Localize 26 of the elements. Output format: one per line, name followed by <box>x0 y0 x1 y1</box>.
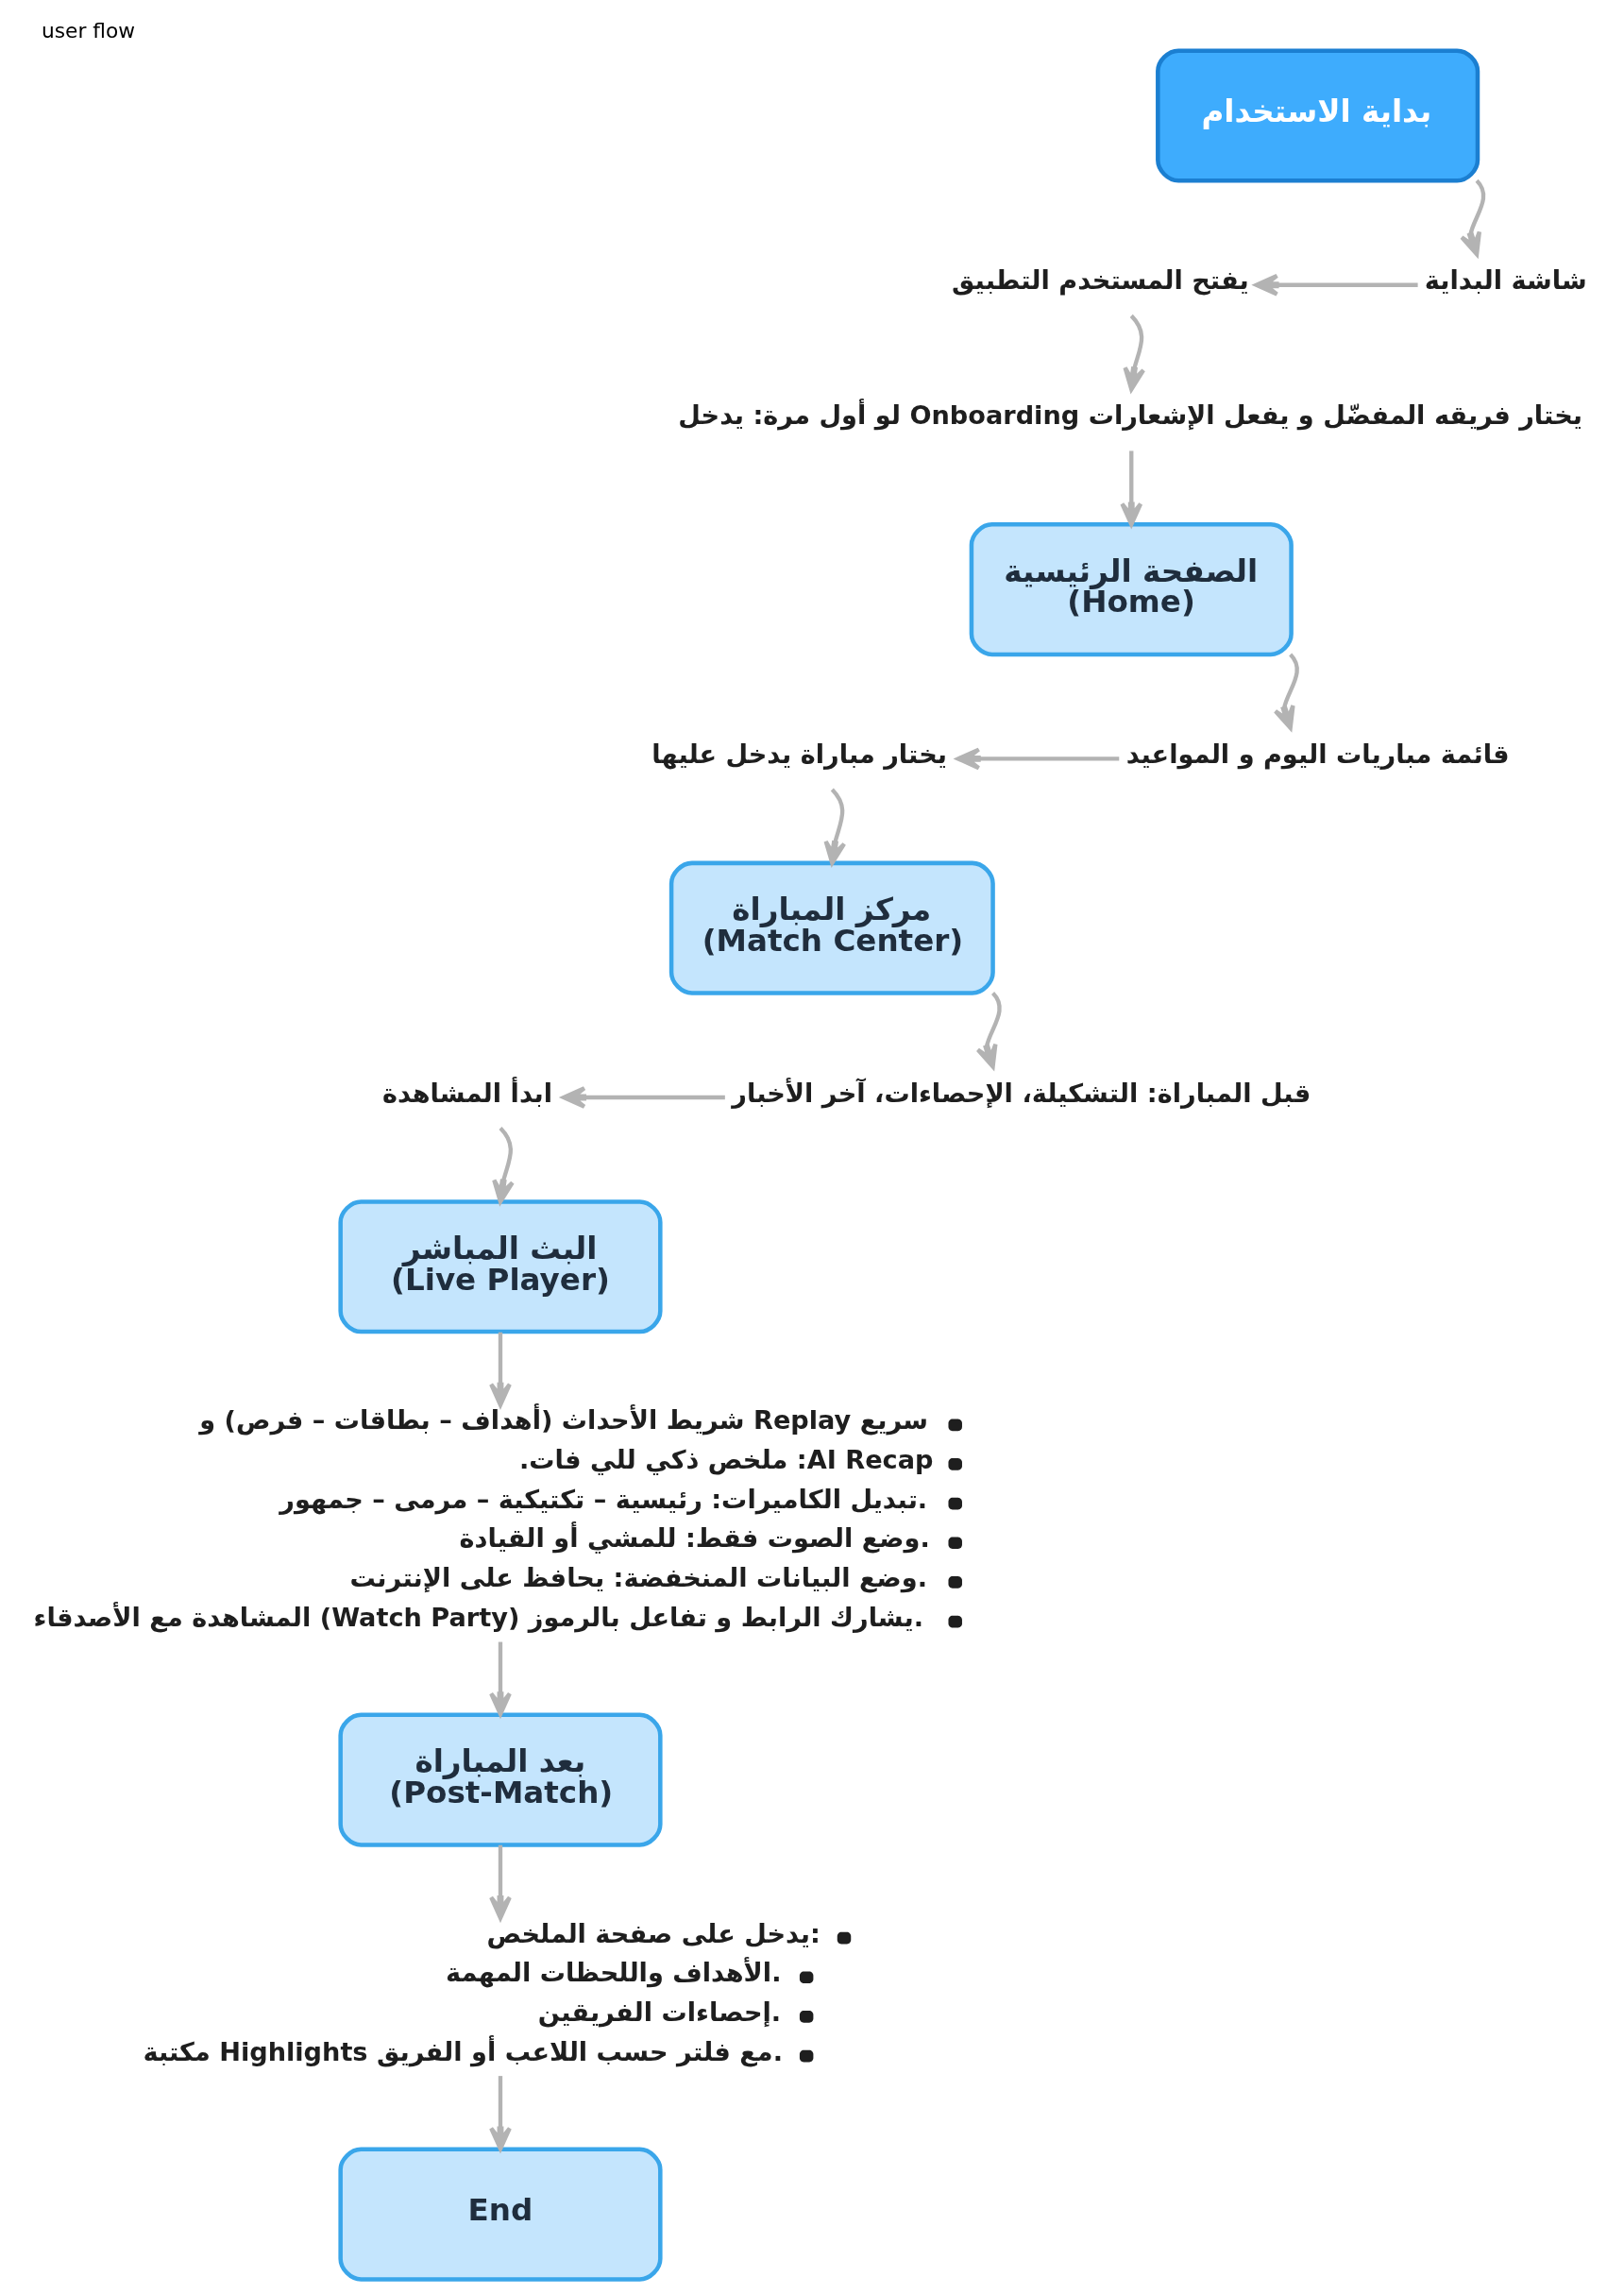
arrow <box>1273 653 1299 730</box>
node-text: شريط الأحداث (أهداف – بطاقات – فرص) و Replay سريع .ملخص ذكي للي فات :AI Recap تبديل الكاميرات: رئيسية – تكتيكية – مرمى – جمهور. وضع الصوت فقط: للمشي أو القيادة. وضع البيانات المنخفضة: يحافظ على الإنترنت. المشاهدة مع الأصدقاء (Watch Party) يشارك الرابط و تفاعل بالرموز. <box>33 1405 933 1632</box>
node-box: بداية الاستخدام <box>1155 48 1480 183</box>
diagram-title: user flow <box>41 19 135 43</box>
node-text: يفتح المستخدم التطبيق <box>951 265 1249 296</box>
arrow <box>488 1332 512 1407</box>
arrow <box>1119 450 1142 527</box>
arrow <box>488 1844 512 1921</box>
arrow <box>488 1641 512 1717</box>
arrow <box>1254 273 1418 297</box>
arrow <box>823 788 846 866</box>
arrow <box>488 2076 512 2151</box>
arrow <box>561 1086 725 1109</box>
node-text: ابدأ المشاهدة <box>381 1078 552 1108</box>
arrow <box>975 992 1002 1069</box>
node-text: لو أول مرة: يدخل Onboarding يختار فريقه المفضّل و يفعل الإشعارات <box>677 400 1582 431</box>
node-box: End <box>337 2147 663 2282</box>
node-text: قبل المباراة: التشكيلة، الإحصاءات، آخر الأخبار <box>731 1078 1311 1108</box>
node-text: قائمة مباريات اليوم و المواعيد <box>1125 739 1510 769</box>
arrow <box>1459 178 1485 257</box>
arrow <box>491 1127 515 1204</box>
node-text: يدخل على صفحة الملخص: الأهداف واللحظات المهمة. إحصاءات الفريقين. مكتبة Highlights مع فلتر حسب اللاعب أو الفريق. <box>142 1918 820 2066</box>
node-text: شاشة البداية <box>1424 265 1587 296</box>
arrow <box>1122 314 1145 392</box>
arrow <box>956 747 1119 771</box>
node-text: يختار مباراة يدخل عليها <box>651 739 947 769</box>
